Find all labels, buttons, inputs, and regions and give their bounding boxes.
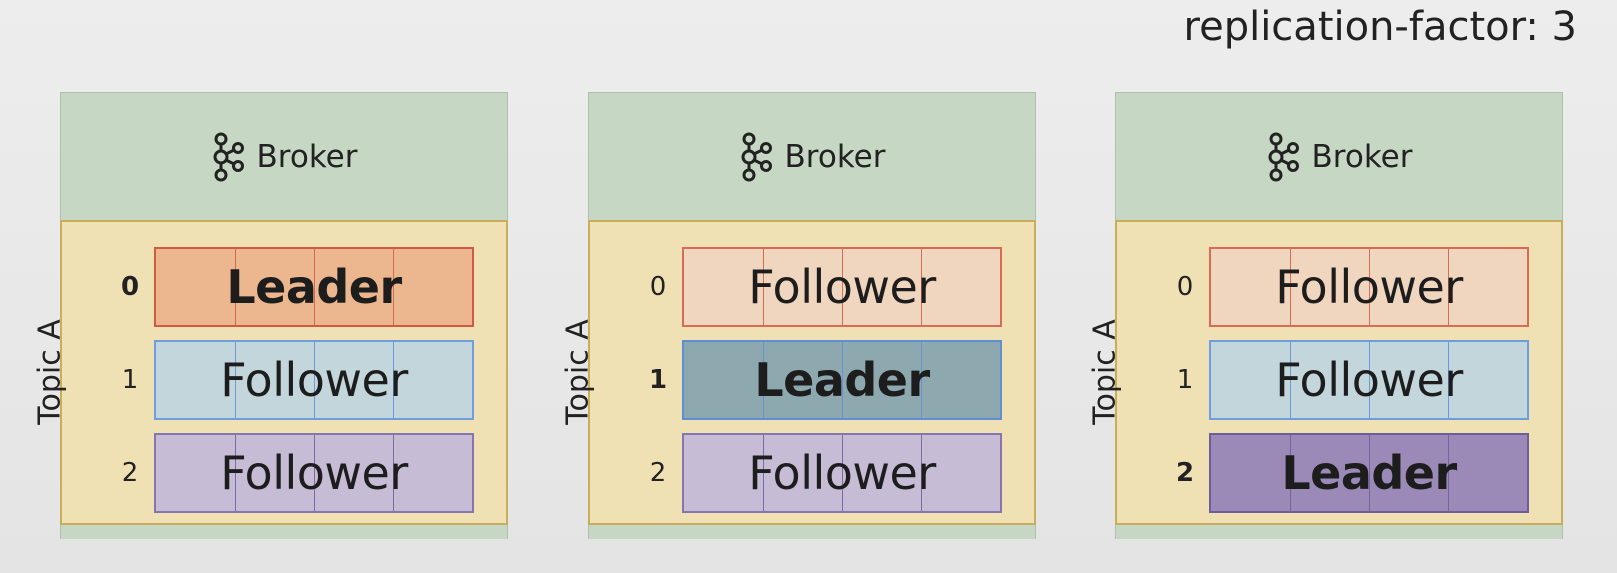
partition-row: 0 Follower — [1117, 247, 1561, 327]
partition-row: 1 Follower — [1117, 340, 1561, 420]
broker-header: Broker — [1115, 92, 1563, 220]
broker-footer — [60, 525, 508, 539]
partition-row: 0 Leader — [62, 247, 506, 327]
partition-follower: Follower — [1209, 247, 1529, 327]
partition-leader: Leader — [682, 340, 1002, 420]
topic-area: Topic A 0 Leader 1 Follower 2 Follower — [33, 220, 508, 525]
topic-area: Topic A 0 Follower 1 Follower 2 Leader — [1088, 220, 1563, 525]
partition-index: 2 — [649, 458, 667, 488]
broker-label: Broker — [256, 138, 358, 175]
partition-leader: Leader — [154, 247, 474, 327]
partition-row: 1 Leader — [590, 340, 1034, 420]
partition-role: Leader — [754, 353, 930, 407]
partition-follower: Follower — [682, 247, 1002, 327]
partition-follower: Follower — [154, 340, 474, 420]
partition-row: 0 Follower — [590, 247, 1034, 327]
broker-header: Broker — [60, 92, 508, 220]
partition-index: 1 — [648, 365, 668, 395]
partition-row: 2 Follower — [62, 433, 506, 513]
broker-2: Broker Topic A 0 Follower 1 Follower 2 L… — [1088, 92, 1563, 539]
partition-role: Follower — [748, 446, 936, 500]
partition-role: Leader — [226, 260, 402, 314]
partition-follower: Follower — [682, 433, 1002, 513]
partition-index: 0 — [649, 272, 667, 302]
kafka-logo-icon — [741, 132, 772, 181]
partition-follower: Follower — [154, 433, 474, 513]
partition-role: Follower — [1275, 260, 1463, 314]
partition-index: 2 — [121, 458, 139, 488]
partition-row: 2 Follower — [590, 433, 1034, 513]
partition-index: 2 — [1175, 458, 1195, 488]
partition-role: Follower — [220, 353, 408, 407]
kafka-logo-icon — [1268, 132, 1299, 181]
partition-leader: Leader — [1209, 433, 1529, 513]
broker-footer — [1115, 525, 1563, 539]
partition-role: Follower — [220, 446, 408, 500]
partition-row: 1 Follower — [62, 340, 506, 420]
broker-header: Broker — [588, 92, 1036, 220]
partition-role: Follower — [748, 260, 936, 314]
partition-row: 2 Leader — [1117, 433, 1561, 513]
replication-factor-title: replication-factor: 3 — [1183, 4, 1577, 50]
partition-follower: Follower — [1209, 340, 1529, 420]
partition-role: Follower — [1275, 353, 1463, 407]
broker-label: Broker — [784, 138, 886, 175]
partition-index: 1 — [121, 365, 139, 395]
partition-index: 0 — [1176, 272, 1194, 302]
broker-0: Broker Topic A 0 Leader 1 Follower 2 Fol… — [33, 92, 508, 539]
partition-role: Leader — [1281, 446, 1457, 500]
kafka-logo-icon — [213, 132, 244, 181]
partition-index: 1 — [1176, 365, 1194, 395]
partition-index: 0 — [120, 272, 140, 302]
broker-1: Broker Topic A 0 Follower 1 Leader 2 Fol… — [561, 92, 1036, 539]
broker-footer — [588, 525, 1036, 539]
topic-area: Topic A 0 Follower 1 Leader 2 Follower — [561, 220, 1036, 525]
broker-label: Broker — [1311, 138, 1413, 175]
